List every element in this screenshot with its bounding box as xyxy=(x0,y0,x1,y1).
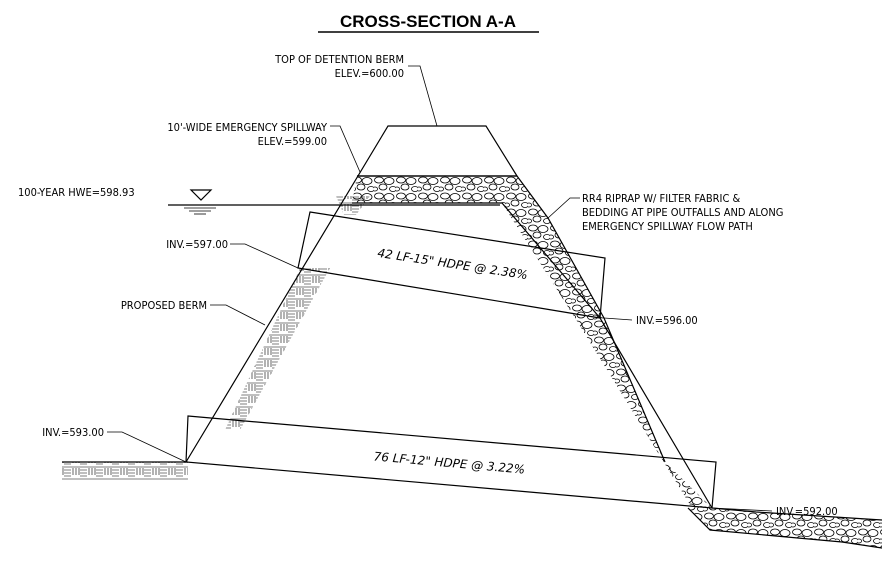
water-triangle-icon xyxy=(189,189,213,201)
label-top-berm-2: ELEV.=600.00 xyxy=(335,67,404,80)
leader-riprap xyxy=(547,197,580,219)
soil-hatch-ground xyxy=(62,462,188,480)
leader-proposed-berm xyxy=(210,304,266,326)
pipe-upper-label: 42 LF-15" HDPE @ 2.38% xyxy=(376,246,528,282)
label-hwe: 100-YEAR HWE=598.93 xyxy=(18,186,135,199)
pipe-lower-label: 76 LF-12" HDPE @ 3.22% xyxy=(373,449,525,476)
leader-inv-593 xyxy=(107,431,187,463)
riprap-inner-edge xyxy=(352,202,713,509)
riprap-outfall xyxy=(688,508,882,548)
riprap-outfall-top xyxy=(711,507,882,521)
soil-hatch-berm xyxy=(225,268,330,430)
label-inv-593: INV.=593.00 xyxy=(42,426,104,439)
label-spillway-2: ELEV.=599.00 xyxy=(258,135,327,148)
leader-spillway xyxy=(330,125,361,173)
riprap-outfall-bottom xyxy=(687,507,882,549)
leader-top-berm xyxy=(408,65,438,127)
riprap-slope xyxy=(502,203,712,508)
label-riprap-2: BEDDING AT PIPE OUTFALLS AND ALONG xyxy=(582,206,783,219)
label-spillway-1: 10'-WIDE EMERGENCY SPILLWAY xyxy=(167,121,328,134)
label-top-berm-1: TOP OF DETENTION BERM xyxy=(274,53,404,66)
pipe-upper xyxy=(297,211,606,319)
riprap-spillway xyxy=(352,176,548,242)
label-riprap-3: EMERGENCY SPILLWAY FLOW PATH xyxy=(582,220,753,233)
label-inv-597: INV.=597.00 xyxy=(166,238,228,251)
leader-inv-597 xyxy=(230,243,299,269)
leader-inv-592 xyxy=(711,507,773,512)
leader-inv-596 xyxy=(603,317,633,321)
label-proposed-berm: PROPOSED BERM xyxy=(121,299,207,312)
label-riprap-1: RR4 RIPRAP W/ FILTER FABRIC & xyxy=(582,192,741,205)
section-title: CROSS-SECTION A-A xyxy=(340,12,516,31)
label-inv-596: INV.=596.00 xyxy=(636,314,698,327)
label-inv-592: INV.=592.00 xyxy=(776,505,838,518)
